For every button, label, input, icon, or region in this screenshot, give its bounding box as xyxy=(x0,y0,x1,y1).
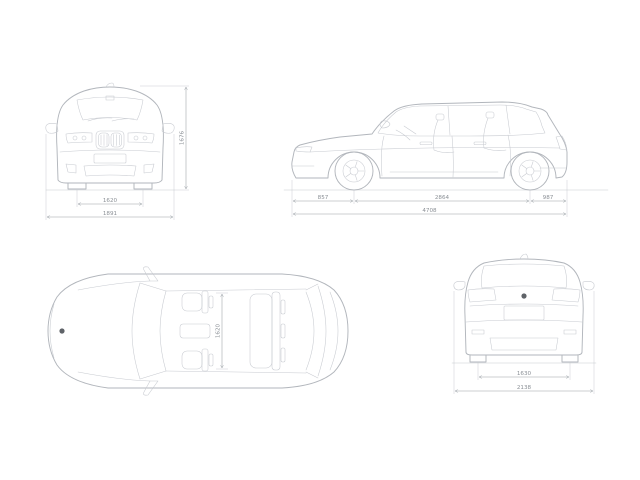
bmw-roundel-rear xyxy=(521,293,527,299)
front-windshield xyxy=(76,95,144,122)
rear-mirrors xyxy=(453,281,595,291)
top-mirrors xyxy=(143,266,159,396)
side-overhang-dimensions: 857 2864 987 xyxy=(291,180,568,217)
side-front-rear-details xyxy=(291,135,568,169)
front-width-dimension: 1891 xyxy=(45,134,175,220)
side-view: 857 2864 987 4708 xyxy=(283,101,609,217)
dimension-label: 857 xyxy=(318,195,329,201)
rear-view: 1630 2138 xyxy=(451,253,597,394)
rear-wheel xyxy=(510,151,550,191)
side-interior-seats xyxy=(395,111,507,153)
front-bumper xyxy=(59,149,161,177)
rear-taillights xyxy=(467,288,581,303)
top-rear-window xyxy=(305,283,339,379)
dimension-label: 1891 xyxy=(103,211,118,217)
front-mirrors xyxy=(45,123,175,134)
rear-width-dimension: 2138 xyxy=(453,291,595,394)
top-view: 1620 xyxy=(47,266,349,396)
front-wheel xyxy=(334,151,374,191)
dimension-label: 4708 xyxy=(422,208,437,214)
kidney-grille xyxy=(95,130,125,150)
top-rear-bench xyxy=(249,291,286,371)
dimension-label: 1630 xyxy=(517,371,532,377)
dimension-label: 987 xyxy=(543,195,554,201)
front-headlights xyxy=(65,132,155,144)
dimension-label: 1620 xyxy=(103,198,118,204)
top-cabin-width-dimension: 1620 xyxy=(216,292,228,370)
rear-track-dimension: 1630 xyxy=(477,362,571,380)
dimension-label: 1620 xyxy=(216,323,222,338)
front-track-dimension: 1620 xyxy=(76,190,144,207)
rear-car-outline xyxy=(451,253,597,364)
top-car-outline xyxy=(47,273,349,389)
front-view: 1676 1620 1891 xyxy=(45,82,189,220)
dimension-label: 2138 xyxy=(517,385,532,391)
dimension-label: 2864 xyxy=(435,195,450,201)
rear-window xyxy=(481,263,567,289)
top-windshield xyxy=(131,282,307,380)
bmw-roundel-front xyxy=(59,328,65,334)
front-height-dimension: 1676 xyxy=(140,85,189,191)
front-car-outline xyxy=(45,82,175,191)
rear-tailgate-bumper xyxy=(465,303,583,351)
dimension-label: 1676 xyxy=(180,130,186,145)
top-front-seats xyxy=(179,290,214,372)
side-car-outline xyxy=(291,101,568,179)
side-length-dimension: 4708 xyxy=(294,208,566,214)
side-glasshouse xyxy=(309,104,561,178)
